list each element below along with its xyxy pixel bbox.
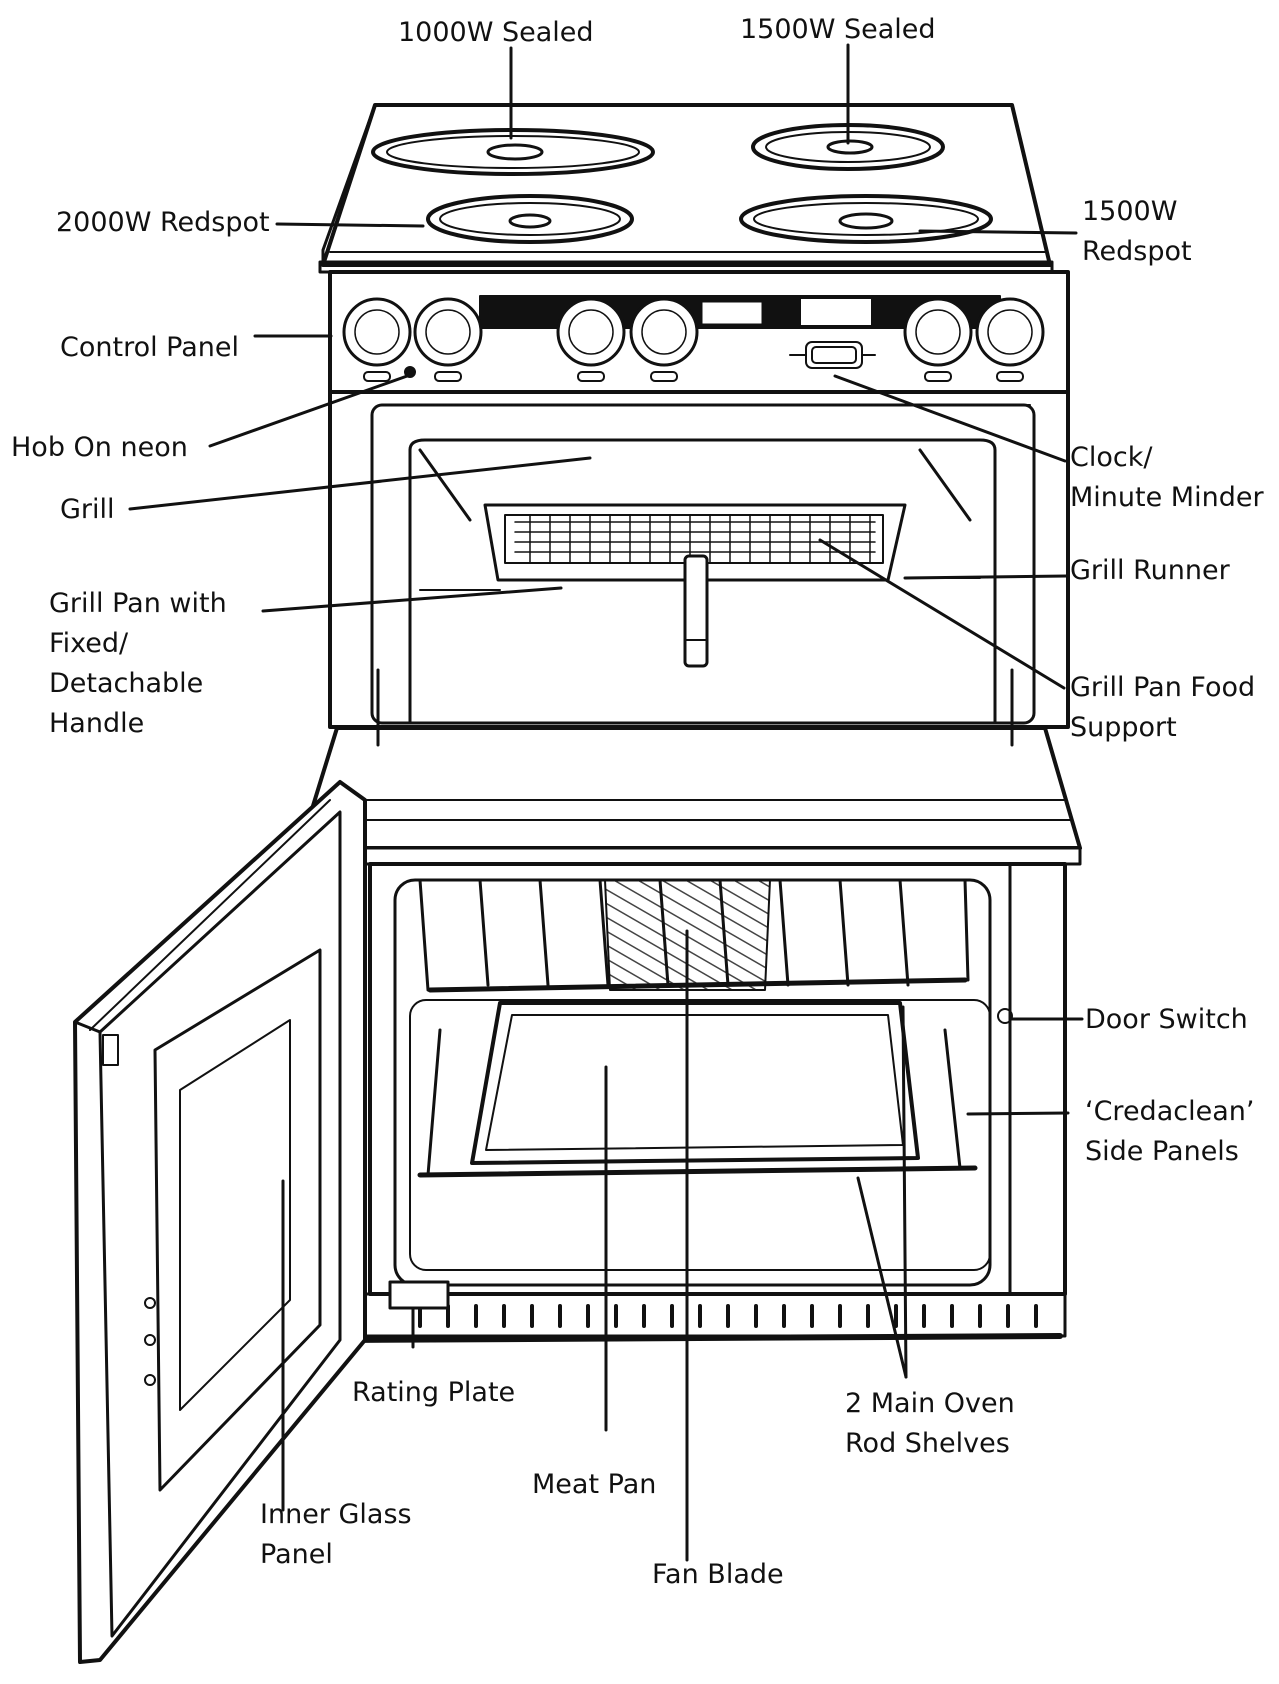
rod-shelf-upper	[418, 878, 970, 993]
knob-indicators	[363, 366, 1024, 382]
leader-lines	[128, 43, 1084, 1562]
label-1500w-redspot: 1500W Redspot	[1082, 192, 1192, 272]
label-clock-line2: Minute Minder	[1070, 482, 1264, 513]
label-grill: Grill	[60, 494, 115, 525]
label-grill-pan-line4: Handle	[49, 708, 145, 739]
label-inner-glass-panel: Inner Glass Panel	[260, 1495, 412, 1575]
hotplate-1500w-redspot	[739, 194, 993, 244]
grill-pan-food-support	[514, 514, 876, 564]
meat-pan	[470, 1001, 920, 1165]
grill-pan-handle	[683, 554, 709, 668]
clock-minute-minder	[789, 341, 876, 369]
label-1500w-redspot-line2: Redspot	[1082, 236, 1192, 267]
label-hob-on-neon: Hob On neon	[11, 432, 188, 463]
rating-plate	[388, 1280, 450, 1310]
inner-glass-panel	[153, 948, 322, 1492]
label-1000w-sealed: 1000W Sealed	[398, 17, 594, 48]
label-control-panel: Control Panel	[60, 332, 240, 363]
hotplate-2000w-redspot	[426, 194, 634, 244]
label-rod-shelves-line2: Rod Shelves	[845, 1428, 1010, 1459]
label-grill-pan-line1: Grill Pan with	[49, 588, 227, 619]
label-grill-pan-line2: Fixed/	[49, 628, 129, 659]
plinth-vents	[418, 1304, 1038, 1328]
label-inner-glass-line1: Inner Glass	[260, 1499, 412, 1530]
label-rating-plate: Rating Plate	[352, 1377, 516, 1408]
label-grill-pan-handle: Grill Pan with Fixed/ Detachable Handle	[49, 584, 227, 744]
label-1500w-sealed: 1500W Sealed	[740, 14, 936, 45]
label-1500w-redspot-line1: 1500W	[1082, 196, 1178, 227]
label-credaclean-side-panels: ‘Credaclean’ Side Panels	[1085, 1092, 1254, 1172]
label-rod-shelves: 2 Main Oven Rod Shelves	[845, 1384, 1015, 1464]
label-grill-pan-food-support: Grill Pan Food Support	[1070, 668, 1255, 748]
grill-compartment	[328, 390, 1070, 729]
label-2000w-redspot: 2000W Redspot	[56, 207, 270, 238]
label-credaclean-line1: ‘Credaclean’	[1085, 1096, 1255, 1127]
hotplate-1000w-sealed	[371, 128, 655, 176]
rod-shelf-lower	[417, 1028, 978, 1178]
label-food-support-line1: Grill Pan Food	[1070, 672, 1256, 703]
label-door-switch: Door Switch	[1085, 1004, 1248, 1035]
hob-top	[318, 103, 1054, 274]
label-grill-pan-line3: Detachable	[49, 668, 204, 699]
label-clock-line1: Clock/	[1070, 442, 1153, 473]
oven-fascia	[298, 668, 1082, 866]
label-grill-runner: Grill Runner	[1070, 555, 1230, 586]
label-fan-blade: Fan Blade	[652, 1559, 784, 1590]
oven-plinth	[342, 1292, 1067, 1343]
label-inner-glass-line2: Panel	[260, 1539, 333, 1570]
door-studs	[144, 1297, 156, 1386]
control-knobs	[342, 297, 1045, 367]
label-rod-shelves-line1: 2 Main Oven	[845, 1388, 1015, 1419]
label-credaclean-line2: Side Panels	[1085, 1136, 1239, 1167]
label-food-support-line2: Support	[1070, 712, 1177, 743]
label-meat-pan: Meat Pan	[532, 1469, 657, 1500]
oven-door	[73, 780, 367, 1664]
label-clock-minute-minder: Clock/ Minute Minder	[1070, 438, 1264, 518]
